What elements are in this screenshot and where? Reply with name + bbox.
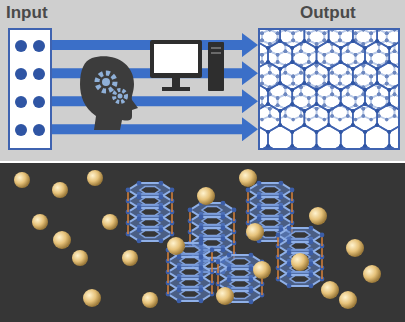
crystal-lattice [260, 30, 398, 148]
flow-arrow [52, 96, 244, 106]
input-dot [33, 68, 45, 80]
head-gears-icon [80, 56, 138, 130]
panel-gap [0, 161, 405, 163]
input-dot [33, 124, 45, 136]
output-box-fill [258, 28, 400, 150]
input-dots [15, 40, 45, 136]
input-dot [15, 68, 27, 80]
image-frame: Output [258, 28, 400, 150]
flow-arrow [52, 124, 244, 134]
molecular-render [14, 169, 381, 309]
computer-icon [150, 40, 224, 91]
input-dot [15, 124, 27, 136]
input-dot [15, 96, 27, 108]
input-box-fill [8, 28, 52, 150]
input-dot [15, 40, 27, 52]
input-dot [33, 40, 45, 52]
top-panel [0, 0, 405, 161]
input-dot [33, 96, 45, 108]
image-frame: Input [8, 28, 52, 150]
bottom-panel [0, 163, 405, 322]
panel-heading: Output [300, 3, 356, 23]
panel-heading: Input [6, 3, 48, 23]
